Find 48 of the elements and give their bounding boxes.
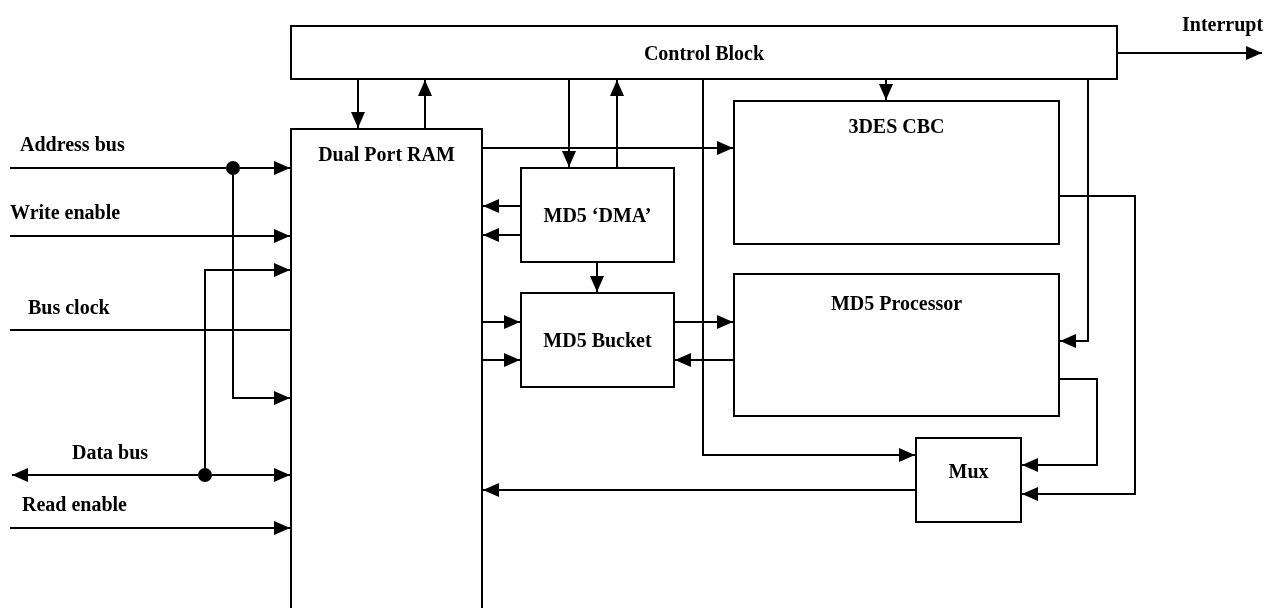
connector-arrow bbox=[1021, 378, 1098, 472]
block-box bbox=[915, 437, 1022, 523]
connector-arrow bbox=[1021, 195, 1136, 501]
connector-arrow bbox=[674, 353, 734, 367]
connector-arrow bbox=[482, 199, 521, 213]
block-label: Mux bbox=[948, 459, 989, 483]
signal-label: Bus clock bbox=[28, 295, 110, 319]
connector-arrow bbox=[204, 263, 291, 469]
connector-arrow bbox=[11, 468, 199, 482]
junction-dot bbox=[198, 468, 212, 482]
connector-arrow bbox=[562, 79, 576, 168]
block-box bbox=[733, 100, 1060, 245]
block-box bbox=[733, 273, 1060, 417]
connector-arrow bbox=[351, 79, 365, 129]
connector-arrow bbox=[418, 79, 432, 129]
connector-arrow bbox=[482, 141, 734, 155]
connector-arrow bbox=[1117, 46, 1263, 60]
block-label: 3DES CBC bbox=[848, 114, 945, 138]
signal-label: Data bus bbox=[72, 440, 149, 464]
block-label: MD5 Processor bbox=[830, 291, 963, 315]
connector-arrow bbox=[482, 228, 521, 242]
block-label: MD5 ‘DMA’ bbox=[543, 203, 652, 227]
connector-arrow bbox=[211, 468, 291, 482]
block-box bbox=[520, 292, 675, 388]
connector-arrow bbox=[9, 229, 291, 243]
block-label: MD5 Bucket bbox=[543, 328, 652, 352]
connector-arrow bbox=[239, 161, 291, 175]
connector-arrow bbox=[674, 315, 734, 329]
connector-arrow bbox=[9, 521, 291, 535]
connector-arrow bbox=[482, 353, 521, 367]
connector-arrow bbox=[482, 483, 916, 497]
signal-label: Read enable bbox=[22, 492, 127, 516]
block-box bbox=[520, 167, 675, 263]
block-label: Dual Port RAM bbox=[318, 142, 455, 166]
connector-arrow bbox=[702, 79, 916, 462]
signal-label: Write enable bbox=[10, 200, 121, 224]
block-box bbox=[290, 25, 1118, 80]
connector-arrow bbox=[879, 79, 893, 101]
connector-arrow bbox=[590, 262, 604, 293]
block-box bbox=[290, 128, 483, 608]
block-label: Control Block bbox=[643, 40, 765, 65]
junction-dot bbox=[226, 161, 240, 175]
connector-arrow bbox=[232, 174, 291, 405]
signal-label: Interrupt bbox=[1182, 12, 1264, 36]
connector-arrow bbox=[610, 79, 624, 168]
connector-arrow bbox=[1059, 79, 1089, 348]
signal-label: Address bus bbox=[20, 132, 125, 156]
connector-arrow bbox=[482, 315, 521, 329]
